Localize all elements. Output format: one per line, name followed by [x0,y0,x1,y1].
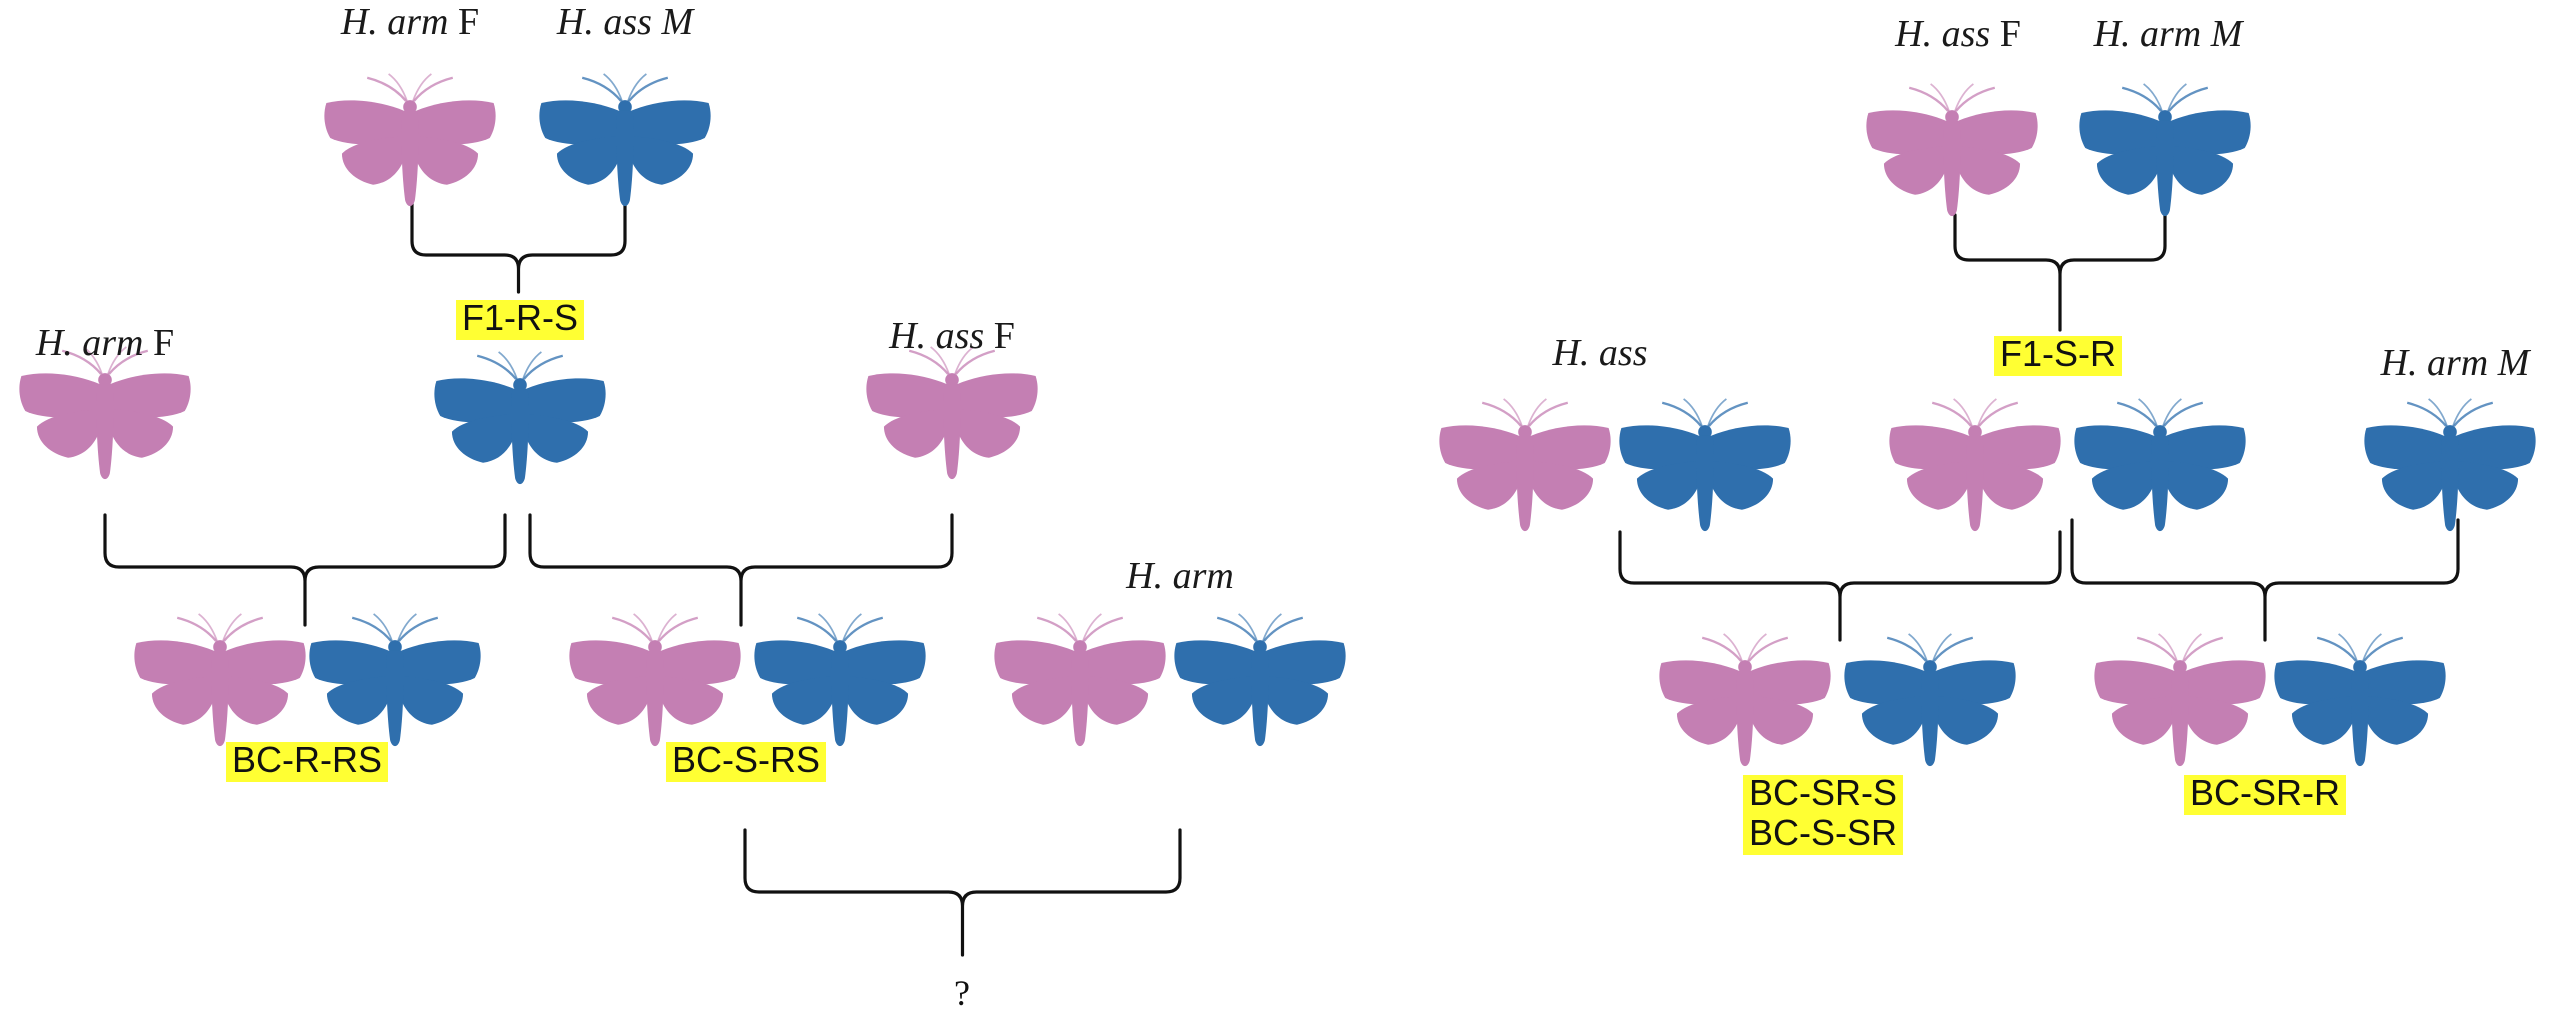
labels: H. arm F H. ass M F1-R-S H. arm F H. ass F H.… [35,1,2532,1013]
backcross-bracket [1618,530,2062,642]
highlight-box [1742,775,1904,815]
species-label: H. arm [1125,555,1234,597]
highlight-box [456,300,584,340]
female-moth-icon [568,612,742,748]
bc-tag: BC-S-SR [1749,812,1897,853]
backcross-bracket [528,513,954,627]
species-label: H. arm F [340,1,479,43]
parent-male-moth-icon [538,72,712,208]
species-label: H. arm M [2093,13,2245,55]
bc-tag: BC-S-RS [672,739,820,780]
species-label: H. ass F [888,315,1015,357]
backcross-parent-female-moth-icon [865,345,1039,481]
backcross-bracket [2070,518,2460,642]
backcross-bracket [103,513,507,627]
male-moth-icon [753,612,927,748]
female-moth-icon [133,612,307,748]
p-cross-bracket [1953,213,2167,332]
highlight-box [2184,775,2346,815]
male-moth-icon [2273,632,2447,768]
highlight-box [1994,336,2122,376]
male-moth-icon [2073,397,2247,533]
female-moth-icon [993,612,1167,748]
parent-female-moth-icon [323,72,497,208]
highlight-box [226,742,388,782]
cross-brackets [103,198,2460,957]
bc-tag: BC-SR-S [1749,772,1897,813]
species-label: H. ass F [1894,13,2021,55]
bc-tag: BC-R-RS [232,739,382,780]
species-label: H. arm M [2380,342,2532,384]
male-moth-icon [1173,612,1347,748]
species-label: H. ass M [556,1,696,43]
backcross-parent-female-moth-icon [18,345,192,481]
unknown-offspring-mark: ? [954,973,970,1013]
f1-tag: F1-R-S [462,297,578,338]
female-moth-icon [1658,632,1832,768]
male-moth-icon [308,612,482,748]
highlight-box [665,742,827,782]
moth-icons [18,72,2537,768]
unknown-cross-bracket [743,828,1182,957]
female-moth-icon [1438,397,1612,533]
f1-male-moth-icon [433,350,607,486]
species-label: H. arm F [35,322,174,364]
female-moth-icon [2093,632,2267,768]
male-moth-icon [1618,397,1792,533]
f1-tag: F1-S-R [2000,333,2116,374]
bc-tag: BC-SR-R [2190,772,2340,813]
species-label: H. ass [1551,332,1647,374]
parent-male-moth-icon [2078,82,2252,218]
male-moth-icon [1843,632,2017,768]
female-moth-icon [1888,397,2062,533]
backcross-parent-male-moth-icon [2363,397,2537,533]
p-cross-bracket [410,198,627,294]
parent-female-moth-icon [1865,82,2039,218]
highlight-box [1742,815,1904,855]
